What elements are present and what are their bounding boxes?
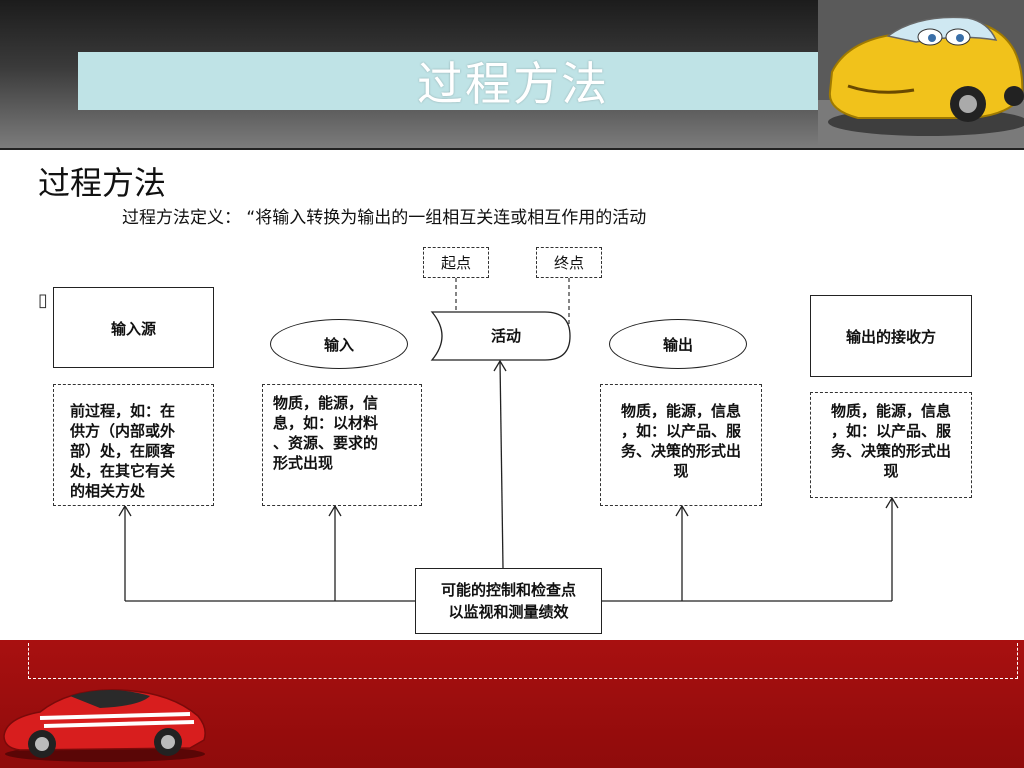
input-source-text: 输入源 [111,318,156,339]
note-line: 物质，能源，信息 [609,401,753,421]
note-line: ，如：以产品、服 [609,421,753,441]
note-line: 的相关方处 [70,481,203,501]
control-line: 以监视和测量绩效 [448,601,568,623]
input-source-note: 前过程，如：在 供方（内部或外 部）处，在顾客 处，在其它有关 的相关方处 [53,384,214,506]
note-line: 物质，能源，信 [273,393,413,413]
red-sports-car-image [0,678,210,764]
note-line: ，如：以产品、服 [819,421,963,441]
note-line: 形式出现 [273,453,413,473]
note-line: 、资源、要求的 [273,433,413,453]
note-line: 息，如：以材料 [273,413,413,433]
start-point-text: 起点 [441,252,471,273]
activity-label: 活动 [470,320,542,350]
input-source-box: 输入源 [53,287,214,368]
note-line: 务、决策的形式出 [609,441,753,461]
input-note: 物质，能源，信 息，如：以材料 、资源、要求的 形式出现 [262,384,422,506]
note-line: 供方（内部或外 [70,421,203,441]
note-line: 部）处，在顾客 [70,441,203,461]
end-point-label: 终点 [536,247,602,278]
control-line: 可能的控制和检查点 [441,579,576,601]
output-ellipse: 输出 [609,319,747,369]
input-text: 输入 [324,334,354,355]
note-line: 处，在其它有关 [70,461,203,481]
output-note: 物质，能源，信息 ，如：以产品、服 务、决策的形式出 现 [600,384,762,506]
start-point-label: 起点 [423,247,489,278]
footer-dashed-frame [28,643,1018,679]
note-line: 现 [609,461,753,481]
activity-text: 活动 [491,325,521,346]
end-point-text: 终点 [554,252,584,273]
note-line: 现 [819,461,963,481]
output-receiver-text: 输出的接收方 [846,326,936,347]
note-line: 前过程，如：在 [70,401,203,421]
output-receiver-box: 输出的接收方 [810,295,972,377]
output-text: 输出 [663,334,693,355]
control-box: 可能的控制和检查点 以监视和测量绩效 [415,568,602,634]
input-ellipse: 输入 [270,319,408,369]
note-line: 务、决策的形式出 [819,441,963,461]
note-line: 物质，能源，信息 [819,401,963,421]
output-receiver-note: 物质，能源，信息 ，如：以产品、服 务、决策的形式出 现 [810,392,972,498]
